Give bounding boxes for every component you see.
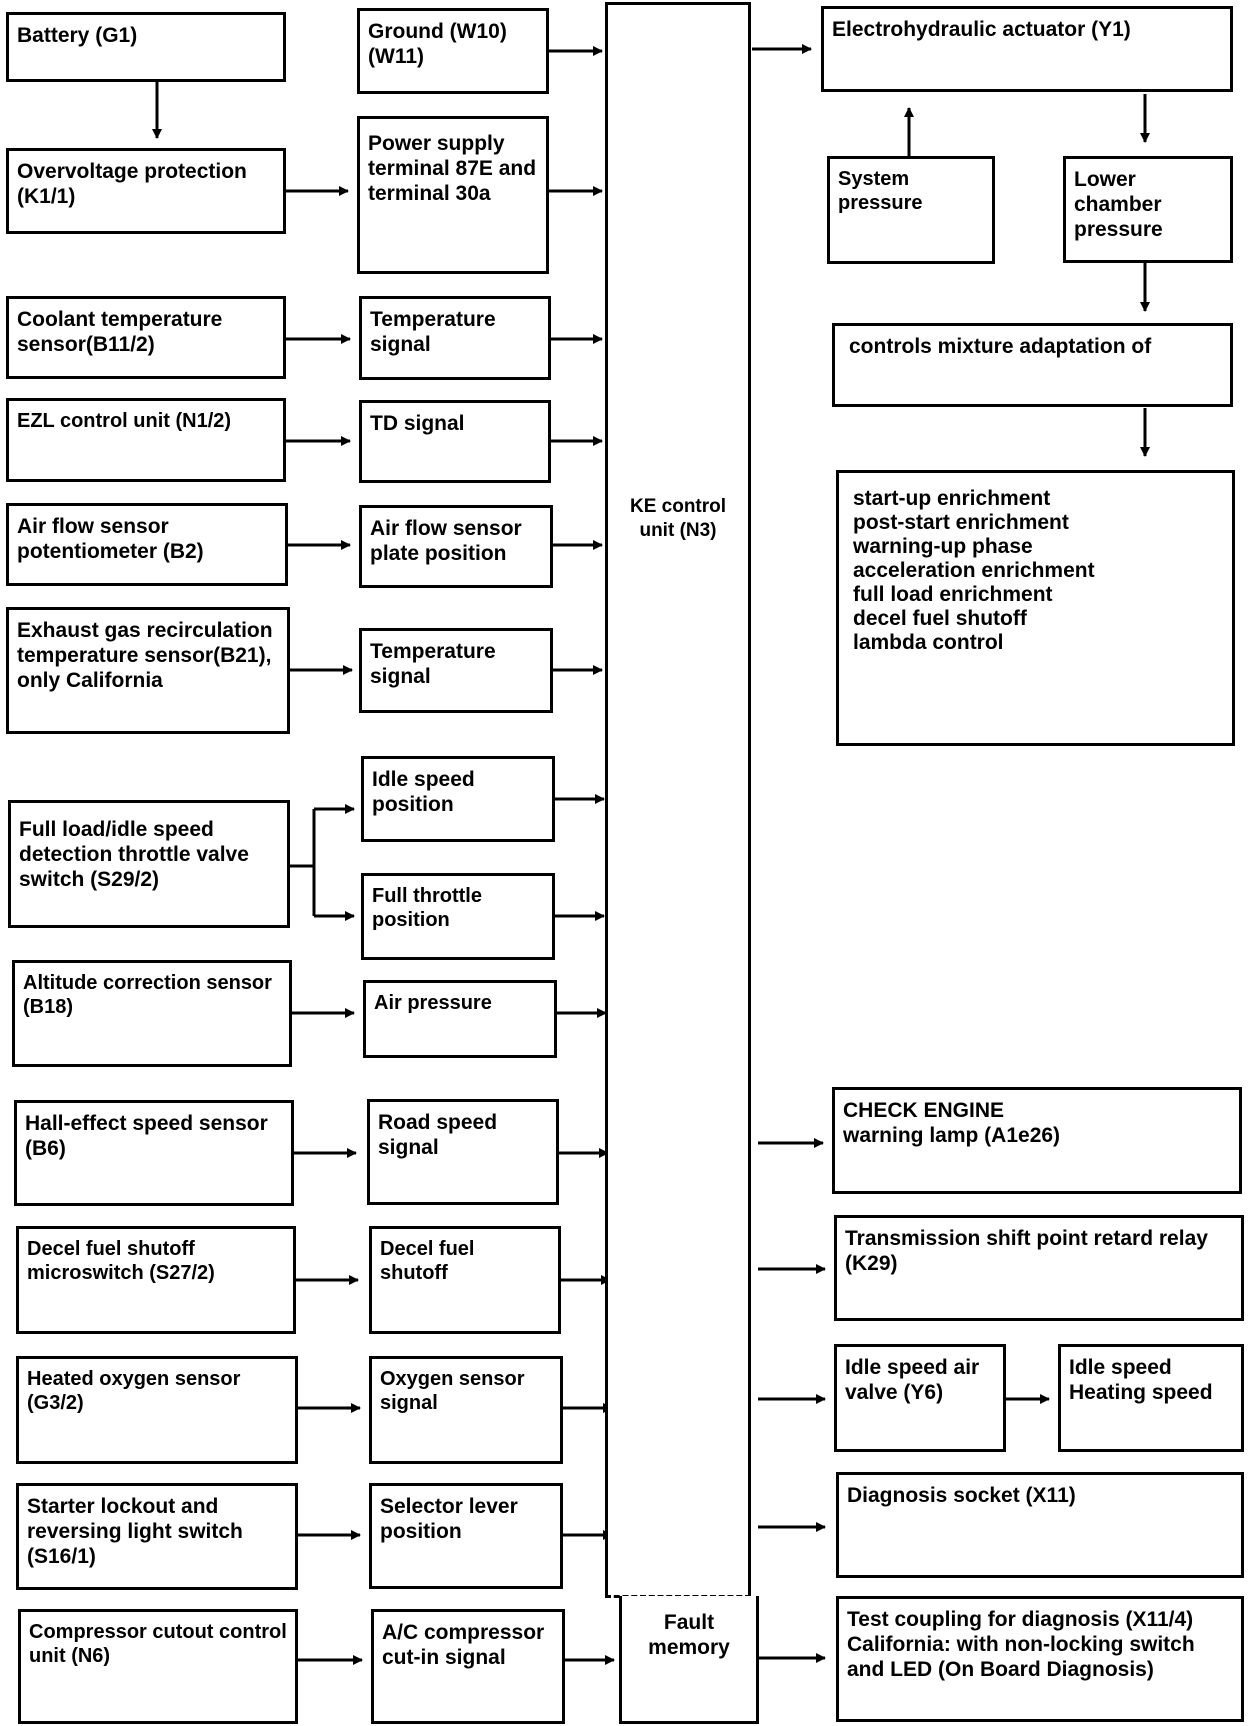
- fullload-box: Full load/idle speed detection throttle …: [8, 800, 290, 928]
- ground-box: Ground (W10) (W11): [357, 8, 549, 94]
- airflow-signal-box: Air flow sensor plate position: [359, 505, 553, 588]
- road-speed-box: Road speed signal: [367, 1099, 559, 1205]
- coolant-signal-box: Temperature signal: [359, 296, 551, 380]
- decel-signal-box: Decel fuel shutoff: [369, 1226, 561, 1334]
- full-throttle-box: Full throttle position: [361, 873, 555, 960]
- test-coupling-box: Test coupling for diagnosis (X11/4) Cali…: [836, 1596, 1244, 1722]
- oxygen-signal-box: Oxygen sensor signal: [369, 1356, 563, 1464]
- hall-box: Hall-effect speed sensor (B6): [14, 1100, 294, 1206]
- idle-heating-box: Idle speed Heating speed: [1058, 1344, 1244, 1452]
- system-pressure-box: System pressure: [827, 156, 995, 264]
- coolant-box: Coolant temperature sensor(B11/2): [6, 296, 286, 379]
- airflow-box: Air flow sensor potentiometer (B2): [6, 503, 288, 586]
- starter-box: Starter lockout and reversing light swit…: [16, 1483, 298, 1590]
- idle-position-box: Idle speed position: [361, 756, 555, 842]
- ke-control-unit: KE control unit (N3): [605, 2, 751, 1598]
- fault-memory: Fault memory: [619, 1596, 759, 1724]
- decel-box: Decel fuel shutoff microswitch (S27/2): [16, 1226, 296, 1334]
- td-signal-box: TD signal: [359, 400, 551, 483]
- air-pressure-box: Air pressure: [363, 980, 557, 1058]
- transmission-box: Transmission shift point retard relay (K…: [834, 1215, 1244, 1321]
- egr-box: Exhaust gas recirculation temperature se…: [6, 607, 290, 734]
- battery-box: Battery (G1): [6, 12, 286, 82]
- diagnosis-socket-box: Diagnosis socket (X11): [836, 1472, 1244, 1578]
- actuator-box: Electrohydraulic actuator (Y1): [821, 6, 1233, 92]
- altitude-box: Altitude correction sensor (B18): [12, 960, 292, 1067]
- mixture-list-box: start-up enrichment post-start enrichmen…: [836, 470, 1235, 746]
- lower-chamber-box: Lower chamber pressure: [1063, 156, 1233, 263]
- oxygen-box: Heated oxygen sensor (G3/2): [16, 1356, 298, 1464]
- overvoltage-box: Overvoltage protection (K1/1): [6, 148, 286, 234]
- compressor-box: Compressor cutout control unit (N6): [18, 1609, 298, 1724]
- egr-signal-box: Temperature signal: [359, 628, 553, 713]
- power-supply-box: Power supply terminal 87E and terminal 3…: [357, 116, 549, 274]
- idle-valve-box: Idle speed air valve (Y6): [834, 1344, 1006, 1452]
- ezl-box: EZL control unit (N1/2): [6, 398, 286, 482]
- ac-signal-box: A/C compressor cut-in signal: [371, 1609, 565, 1724]
- mixture-box: controls mixture adaptation of: [832, 323, 1233, 407]
- check-engine-box: CHECK ENGINE warning lamp (A1e26): [832, 1087, 1242, 1194]
- selector-position-box: Selector lever position: [369, 1483, 563, 1589]
